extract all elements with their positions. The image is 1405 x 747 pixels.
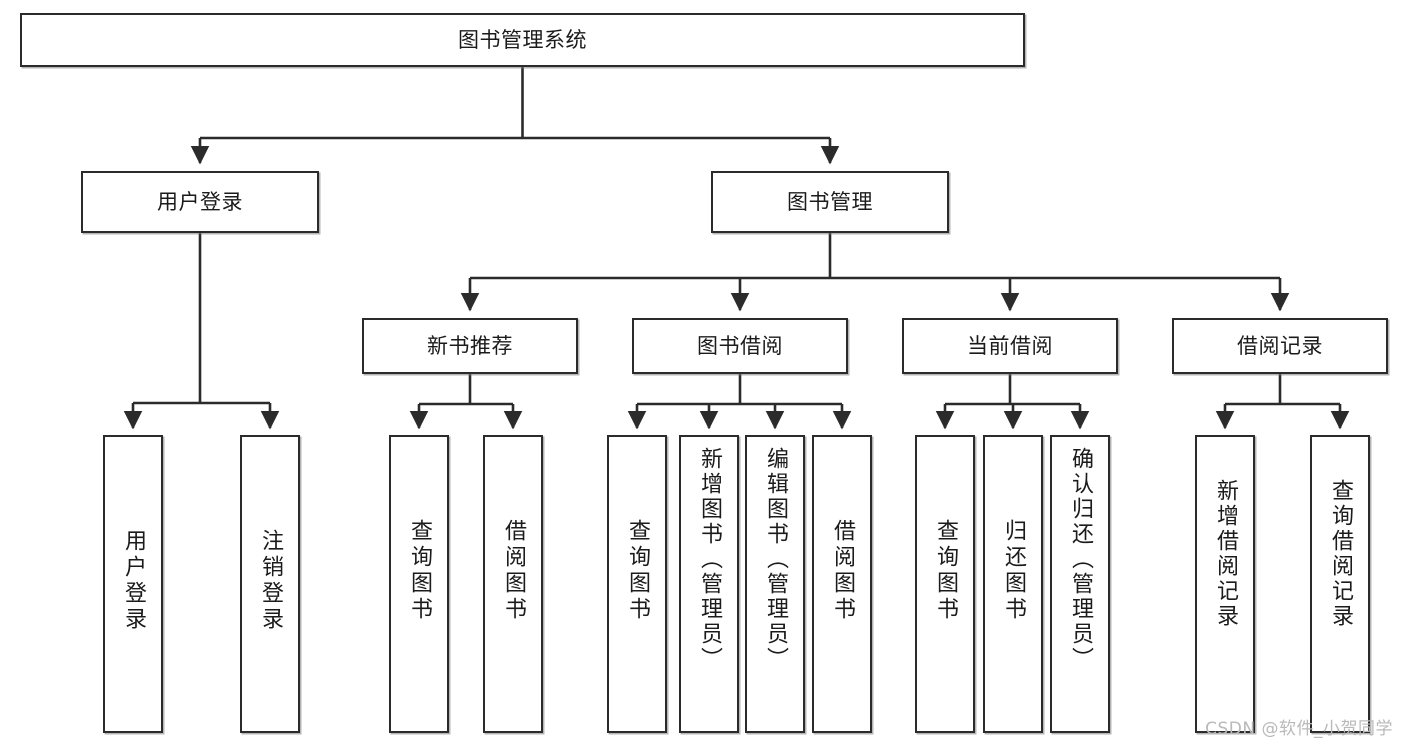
csdn-watermark: CSDN @软件_小贺同学 bbox=[1205, 719, 1393, 739]
node-user-login[interactable]: 用户登录 bbox=[81, 171, 319, 233]
node-leaf-user-login[interactable]: 用户登录 bbox=[103, 435, 163, 733]
node-leaf-borrow-book-1[interactable]: 借阅图书 bbox=[483, 435, 543, 733]
node-leaf-add-book[interactable]: 新增图书（管理员） bbox=[679, 435, 739, 733]
node-new-book-recommend-label: 新书推荐 bbox=[427, 333, 513, 358]
node-leaf-query-book-1[interactable]: 查询图书 bbox=[389, 435, 449, 733]
node-leaf-confirm-return[interactable]: 确认归还（管理员） bbox=[1050, 435, 1110, 733]
node-leaf-user-login-label: 用户登录 bbox=[121, 529, 146, 633]
node-leaf-edit-book[interactable]: 编辑图书（管理员） bbox=[745, 435, 805, 733]
node-leaf-query-record-label: 查询借阅记录 bbox=[1328, 479, 1353, 629]
node-leaf-borrow-book-2[interactable]: 借阅图书 bbox=[812, 435, 872, 733]
node-leaf-logout-label: 注销登录 bbox=[258, 529, 283, 633]
node-leaf-query-book-3-label: 查询图书 bbox=[933, 519, 958, 623]
node-leaf-query-book-2[interactable]: 查询图书 bbox=[607, 435, 667, 733]
node-book-borrow-label: 图书借阅 bbox=[697, 333, 783, 358]
node-current-borrow-label: 当前借阅 bbox=[967, 333, 1053, 358]
node-leaf-borrow-book-1-label: 借阅图书 bbox=[501, 519, 526, 623]
node-leaf-edit-book-label: 编辑图书（管理员） bbox=[763, 447, 788, 672]
node-root[interactable]: 图书管理系统 bbox=[20, 13, 1025, 67]
node-leaf-query-book-2-label: 查询图书 bbox=[625, 519, 650, 623]
node-root-label: 图书管理系统 bbox=[458, 27, 587, 52]
node-current-borrow[interactable]: 当前借阅 bbox=[902, 318, 1118, 374]
node-leaf-query-book-1-label: 查询图书 bbox=[407, 519, 432, 623]
node-user-login-label: 用户登录 bbox=[157, 189, 243, 214]
node-leaf-add-record-label: 新增借阅记录 bbox=[1213, 479, 1238, 629]
node-leaf-add-book-label: 新增图书（管理员） bbox=[697, 447, 722, 672]
node-book-management-label: 图书管理 bbox=[787, 189, 873, 214]
node-leaf-return-book-label: 归还图书 bbox=[1001, 519, 1026, 623]
node-leaf-borrow-book-2-label: 借阅图书 bbox=[830, 519, 855, 623]
node-book-borrow[interactable]: 图书借阅 bbox=[632, 318, 848, 374]
node-borrow-record[interactable]: 借阅记录 bbox=[1172, 318, 1388, 374]
node-leaf-query-record[interactable]: 查询借阅记录 bbox=[1310, 435, 1370, 733]
node-leaf-confirm-return-label: 确认归还（管理员） bbox=[1068, 447, 1093, 672]
node-new-book-recommend[interactable]: 新书推荐 bbox=[362, 318, 578, 374]
node-leaf-query-book-3[interactable]: 查询图书 bbox=[915, 435, 975, 733]
node-leaf-add-record[interactable]: 新增借阅记录 bbox=[1195, 435, 1255, 733]
node-leaf-return-book[interactable]: 归还图书 bbox=[983, 435, 1043, 733]
node-borrow-record-label: 借阅记录 bbox=[1237, 333, 1323, 358]
node-book-management[interactable]: 图书管理 bbox=[711, 171, 949, 233]
node-leaf-logout[interactable]: 注销登录 bbox=[240, 435, 300, 733]
